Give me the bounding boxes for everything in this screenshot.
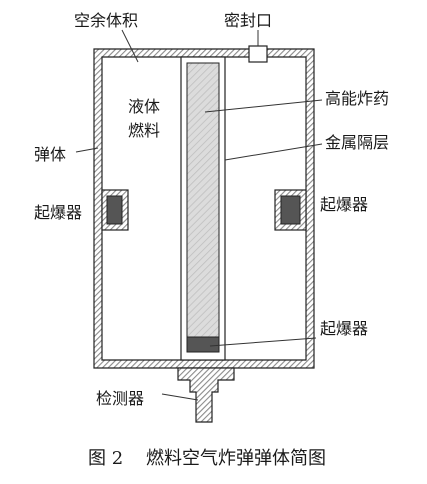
seal-port bbox=[248, 45, 268, 63]
casing-wall bbox=[93, 48, 315, 369]
label-spare-volume: 空余体积 bbox=[74, 11, 138, 30]
label-detector: 检测器 bbox=[96, 389, 144, 408]
leader-detector bbox=[161, 393, 199, 401]
label-detonator-right: 起爆器 bbox=[320, 195, 368, 214]
detector bbox=[177, 367, 235, 423]
label-high-explosive: 高能炸药 bbox=[325, 89, 389, 108]
label-detonator-left: 起爆器 bbox=[34, 203, 82, 222]
label-liquid-fuel-line1: 液体 bbox=[128, 97, 160, 116]
leader-projectile-body bbox=[75, 147, 99, 153]
leader-spare-volume bbox=[121, 29, 139, 63]
detonator-left-core bbox=[106, 195, 123, 225]
figure-caption: 图 2 燃料空气炸弹弹体简图 bbox=[88, 448, 326, 469]
label-liquid-fuel-line2: 燃料 bbox=[128, 121, 160, 140]
label-detonator-bottom: 起爆器 bbox=[320, 319, 368, 338]
label-projectile-body: 弹体 bbox=[34, 145, 66, 164]
label-metal-barrier: 金属隔层 bbox=[325, 133, 389, 152]
high-explosive-core bbox=[186, 62, 220, 338]
leader-detonator-bottom bbox=[209, 337, 317, 347]
detonator-right-core bbox=[280, 195, 301, 225]
leader-high-explosive bbox=[204, 99, 323, 113]
leader-metal-barrier bbox=[224, 143, 323, 161]
detonator-bottom bbox=[186, 336, 220, 353]
label-seal-port: 密封口 bbox=[224, 11, 272, 30]
